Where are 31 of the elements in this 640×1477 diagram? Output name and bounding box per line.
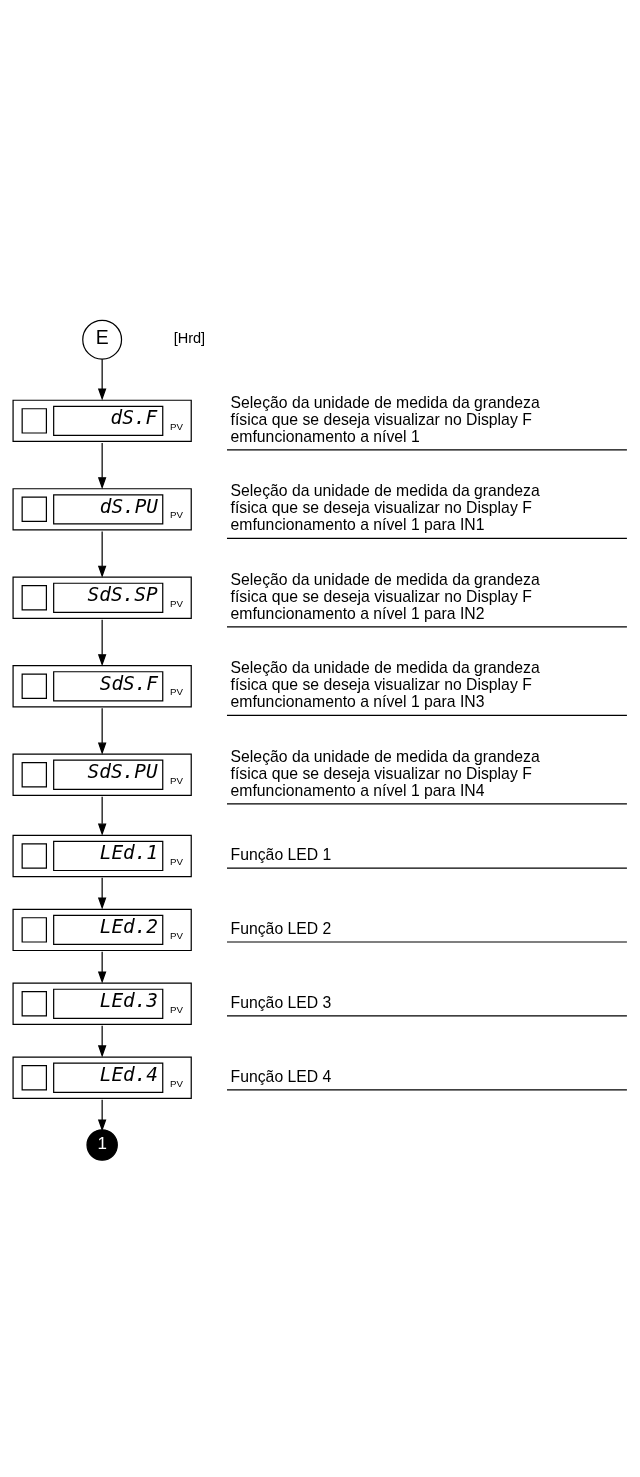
- node-label: Seleção da unidade de medida da grandeza física que se deseja visualizar no Display F emfuncionamento a nível 1 para IN1: [230, 481, 540, 533]
- arrow: [97, 358, 107, 401]
- node-box: dS.F PV: [12, 399, 192, 442]
- node-box: SdS.PU PV: [12, 753, 192, 796]
- node-label: Seleção da unidade de medida da grandeza física que se deseja visualizar no Display F emfuncionamento a nível 1 para IN3: [230, 658, 540, 710]
- arrow: [97, 950, 107, 984]
- arrow: [97, 618, 107, 666]
- node-box: SdS.SP PV: [12, 576, 192, 619]
- node-box: LEd.2 PV: [12, 908, 192, 951]
- node-label: Função LED 4: [230, 1067, 332, 1085]
- arrow: [97, 795, 107, 836]
- arrow: [97, 707, 107, 755]
- node-box: LEd.4 PV: [12, 1056, 192, 1099]
- node-label: [Hrd]: [173, 329, 206, 346]
- arrow: [97, 1098, 107, 1132]
- node-box: dS.PU PV: [12, 487, 192, 531]
- node-circle: 1: [86, 1128, 118, 1161]
- arrow: [97, 441, 107, 489]
- arrow: [97, 1024, 107, 1057]
- node-label: Seleção da unidade de medida da grandeza física que se deseja visualizar no Display F emfuncionamento a nível 1 para IN4: [230, 747, 540, 799]
- node-circle: E: [82, 319, 123, 360]
- node-box: SdS.F PV: [12, 664, 192, 707]
- node-box: LEd.3 PV: [12, 982, 192, 1025]
- node-label: Função LED 1: [230, 845, 332, 863]
- node-label: Função LED 2: [230, 919, 332, 937]
- node-label: Seleção da unidade de medida da grandeza física que se deseja visualizar no Display F emfuncionamento a nível 1: [230, 393, 540, 445]
- node-box: LEd.1 PV: [12, 834, 192, 877]
- arrow: [97, 530, 107, 578]
- arrow: [97, 876, 107, 910]
- node-label: Seleção da unidade de medida da grandeza física que se deseja visualizar no Display F emfuncionamento a nível 1 para IN2: [230, 570, 540, 622]
- node-label: Função LED 3: [230, 993, 332, 1011]
